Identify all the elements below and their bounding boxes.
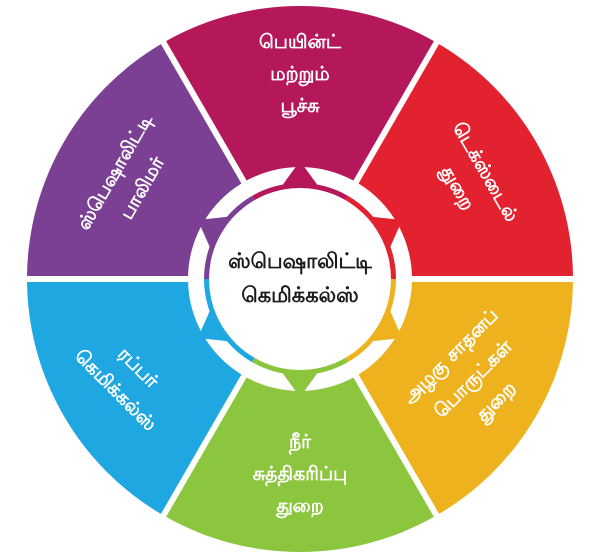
segment-cosmetics-shape xyxy=(358,281,573,514)
segment-water-label: நீர் சுத்திகரிப்பு துறை xyxy=(253,431,347,519)
segment-water-label-line: துறை xyxy=(275,495,323,519)
segment-water: நீர் சுத்திகரிப்பு துறை xyxy=(166,377,434,553)
segment-cosmetics: அழகு சாதனப்பொருட்கள்துறை xyxy=(358,281,573,514)
segment-rubber: ரப்பர்கெமிக்கல்ஸ் xyxy=(27,281,242,514)
hub-point-water xyxy=(279,368,321,397)
segment-paint: பெயின்ட் மற்றும் பூச்சு xyxy=(166,6,434,181)
segment-rubber-shape xyxy=(27,281,242,514)
segment-polymer: ஸ்பெஷாலிட்டிபாலிமர் xyxy=(27,44,242,277)
segment-water-shape xyxy=(166,377,434,553)
segment-paint-label-line: பூச்சு xyxy=(281,95,321,119)
hub-point-paint xyxy=(279,161,321,190)
segment-paint-shape xyxy=(166,6,434,181)
segment-water-label-line: சுத்திகரிப்பு xyxy=(253,463,347,487)
segments-layer: பெயின்ட் மற்றும் பூச்சு டெக்ஸ்டைல்துறைஅழகு … xyxy=(27,6,573,553)
segment-textile: டெக்ஸ்டைல்துறை xyxy=(358,44,573,277)
segment-textile-shape xyxy=(358,44,573,277)
segment-polymer-shape xyxy=(27,44,242,277)
segment-paint-label-line: பெயின்ட் xyxy=(259,31,342,53)
center-title-line: கெமிக்கல்ஸ் xyxy=(241,283,358,307)
center-title-line: ஸ்பெஷாலிட்டி xyxy=(228,249,372,275)
segment-paint-label-line: மற்றும் xyxy=(270,63,329,87)
segment-paint-label: பெயின்ட் மற்றும் பூச்சு xyxy=(259,31,342,119)
center-hub: ஸ்பெஷாலிட்டி கெமிக்கல்ஸ் xyxy=(197,161,403,397)
center-title: ஸ்பெஷாலிட்டி கெமிக்கல்ஸ் xyxy=(228,249,372,307)
hub-circle xyxy=(209,188,391,370)
segment-water-label-line: நீர் xyxy=(288,431,312,455)
